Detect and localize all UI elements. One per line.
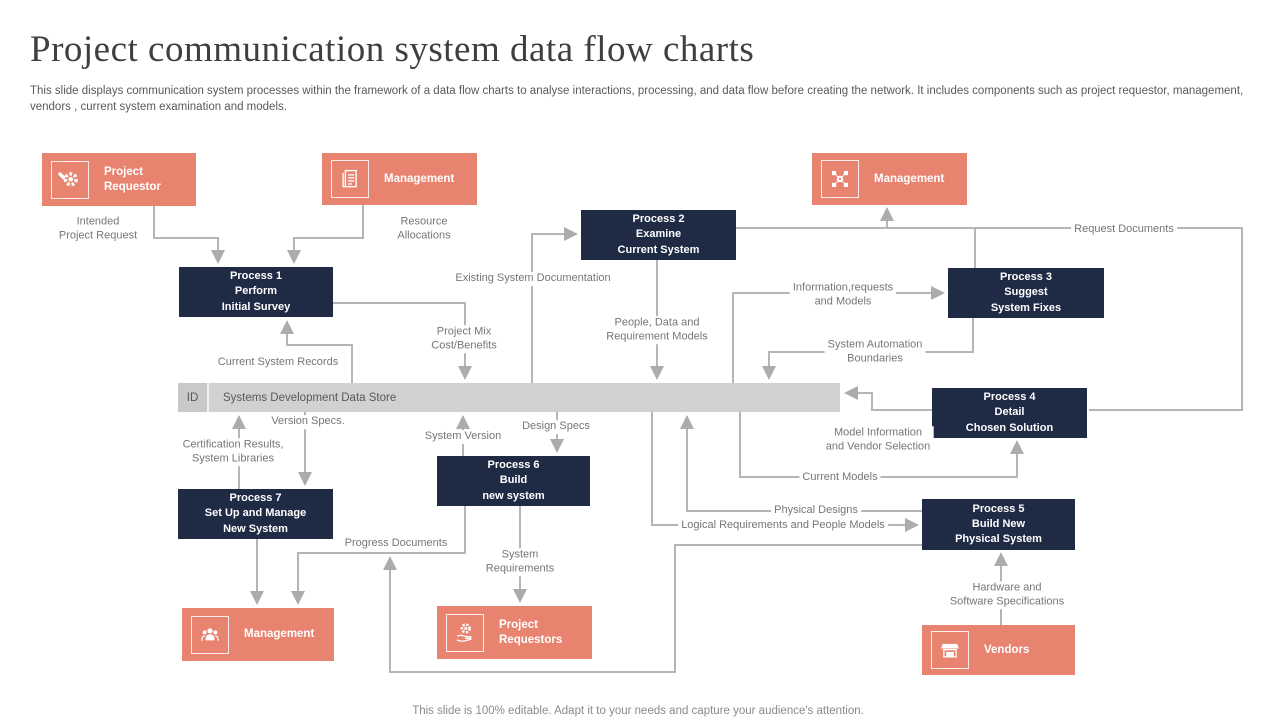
process-1-box: Process 1 Perform Initial Survey bbox=[179, 267, 333, 317]
connector-requestor-to-p1 bbox=[153, 205, 225, 264]
process-line: Build bbox=[499, 474, 528, 487]
process-6-box: Process 6 Build new system bbox=[437, 456, 590, 506]
process-line: New System bbox=[223, 522, 288, 535]
process-title: Process 1 bbox=[230, 270, 282, 283]
datastore-id-cell: ID bbox=[178, 383, 209, 412]
team-icon bbox=[191, 615, 229, 654]
entity-project-requestors: Project Requestors bbox=[437, 606, 592, 659]
process-line: new system bbox=[482, 489, 545, 502]
flow-label-model-information-vendor-selection: Model Information and Vendor Selection bbox=[822, 426, 934, 454]
entity-label: Management bbox=[874, 172, 945, 185]
flow-label-system-requirements: System Requirements bbox=[482, 548, 558, 576]
process-line: Initial Survey bbox=[221, 300, 291, 313]
entity-project-requestor: Project Requestor bbox=[42, 153, 196, 206]
process-7-box: Process 7 Set Up and Manage New System bbox=[178, 489, 333, 539]
entity-management-bottom: Management bbox=[182, 608, 334, 661]
network-icon bbox=[821, 160, 859, 198]
flow-label-certification-results-system-libraries: Certification Results, System Libraries bbox=[179, 438, 287, 466]
slide-description: This slide displays communication system… bbox=[30, 85, 1244, 113]
connector-datastore-to-p2 bbox=[531, 227, 578, 383]
entity-management-top: Management bbox=[322, 153, 477, 205]
flow-label-existing-system-documentation: Existing System Documentation bbox=[452, 272, 614, 286]
clipboard-icon bbox=[331, 160, 369, 198]
entity-label: Management bbox=[244, 628, 315, 641]
process-line: Suggest bbox=[1004, 286, 1048, 299]
storefront-icon bbox=[931, 631, 969, 669]
process-title: Process 4 bbox=[983, 391, 1036, 404]
process-line: Current System bbox=[617, 243, 700, 256]
datastore-bar: ID Systems Development Data Store bbox=[178, 383, 840, 412]
page-title: Project communication system data flow c… bbox=[30, 29, 755, 70]
flow-label-intended-project-request: Intended Project Request bbox=[55, 215, 141, 243]
connector-managementtop-to-p1 bbox=[287, 204, 364, 264]
flow-label-physical-designs: Physical Designs bbox=[771, 504, 861, 518]
editable-note: This slide is 100% editable. Adapt it to… bbox=[412, 705, 864, 717]
flow-label-version-specs: Version Specs. bbox=[268, 415, 348, 429]
process-line: Perform bbox=[234, 285, 278, 298]
entity-label: Vendors bbox=[984, 643, 1030, 656]
flow-label-current-models: Current Models bbox=[799, 471, 881, 485]
entity-vendors: Vendors bbox=[922, 625, 1075, 675]
flow-label-system-automation-boundaries: System Automation Boundaries bbox=[824, 338, 926, 366]
flow-label-request-documents: Request Documents bbox=[1071, 223, 1177, 237]
process-line: Examine bbox=[635, 228, 682, 241]
gear-wrench-icon bbox=[51, 160, 89, 199]
process-title: Process 3 bbox=[1000, 271, 1052, 284]
connector-p4-to-datastore bbox=[844, 386, 932, 411]
process-title: Process 7 bbox=[229, 492, 282, 505]
flow-label-people-data-requirement-models: People, Data and Requirement Models bbox=[603, 316, 711, 344]
hand-gear-icon bbox=[446, 613, 484, 652]
process-2-box: Process 2 Examine Current System bbox=[581, 210, 736, 260]
process-line: Chosen Solution bbox=[965, 421, 1054, 434]
process-line: Physical System bbox=[955, 533, 1042, 546]
entity-label: Management bbox=[384, 172, 455, 185]
entity-management-right: Management bbox=[812, 153, 967, 205]
datastore-label: Systems Development Data Store bbox=[223, 391, 397, 404]
process-5-box: Process 5 Build New Physical System bbox=[922, 499, 1075, 550]
connector-datastore-to-p1 bbox=[280, 320, 353, 383]
process-line: System Fixes bbox=[990, 301, 1062, 314]
process-4-box: Process 4 Detail Chosen Solution bbox=[932, 388, 1087, 438]
flow-label-information-requests-and-models: Information,requests and Models bbox=[789, 281, 897, 309]
flow-label-current-system-records: Current System Records bbox=[214, 356, 342, 370]
entity-label: Project Requestors bbox=[499, 618, 563, 646]
process-line: Build New bbox=[971, 517, 1026, 530]
process-title: Process 6 bbox=[487, 459, 540, 472]
flow-label-system-version: System Version bbox=[421, 430, 505, 444]
flow-label-hardware-software-specifications: Hardware and Software Specifications bbox=[946, 581, 1068, 609]
process-line: Detail bbox=[994, 406, 1025, 419]
flow-label-project-mix-cost-benefits: Project Mix Cost/Benefits bbox=[428, 325, 500, 353]
entity-label: Project Requestor bbox=[104, 165, 161, 193]
flow-label-logical-requirements-people-models: Logical Requirements and People Models bbox=[678, 519, 888, 533]
process-3-box: Process 3 Suggest System Fixes bbox=[948, 268, 1104, 318]
process-line: Set Up and Manage bbox=[204, 507, 307, 520]
process-title: Process 5 bbox=[972, 502, 1025, 515]
process-title: Process 2 bbox=[632, 213, 685, 226]
flow-label-design-specs: Design Specs bbox=[519, 420, 593, 434]
flow-label-progress-documents: Progress Documents bbox=[341, 537, 451, 551]
flow-label-resource-allocations: Resource Allocations bbox=[394, 215, 454, 243]
